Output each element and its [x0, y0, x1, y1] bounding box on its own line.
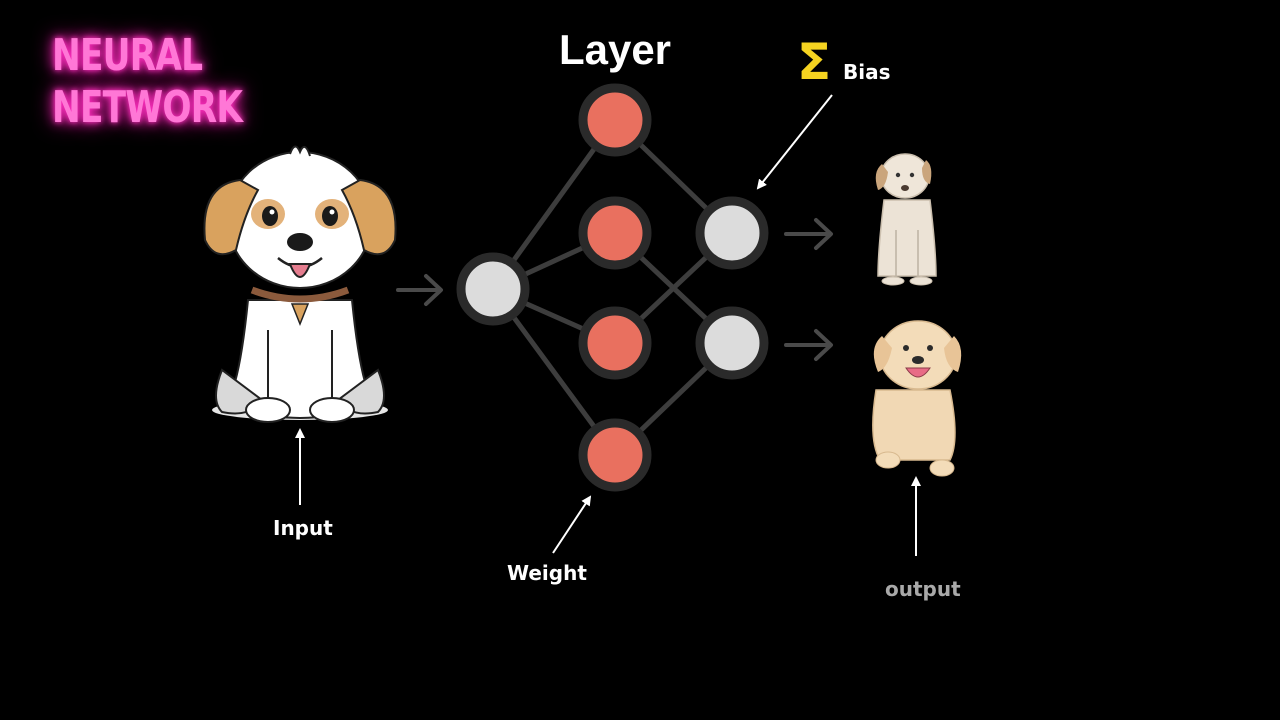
network-to-output-arrow-bottom	[784, 329, 833, 361]
cartoon-puppy-icon	[203, 145, 397, 423]
output-label: output	[885, 577, 961, 601]
network-nodes	[456, 83, 769, 492]
node-h1	[578, 83, 652, 157]
sitting-dog-icon	[875, 153, 937, 286]
input-to-network-arrow	[396, 274, 443, 306]
sigma-icon: Σ	[797, 33, 832, 91]
node-h4	[578, 418, 652, 492]
node-h3	[578, 306, 652, 380]
network-to-output-arrow-top	[784, 218, 833, 250]
weight-label: Weight	[507, 561, 587, 585]
node-o1	[695, 196, 769, 270]
fluffy-puppy-icon	[872, 320, 962, 477]
title-line-1: NEURAL	[52, 30, 203, 81]
node-o2	[695, 306, 769, 380]
layer-label: Layer	[558, 26, 672, 73]
weight-pointer-arrow	[552, 495, 592, 554]
node-in1	[456, 252, 530, 326]
bias-pointer-arrow	[756, 94, 833, 190]
bias-label: Bias	[843, 60, 891, 84]
node-h2	[578, 196, 652, 270]
input-label: Input	[273, 516, 333, 540]
